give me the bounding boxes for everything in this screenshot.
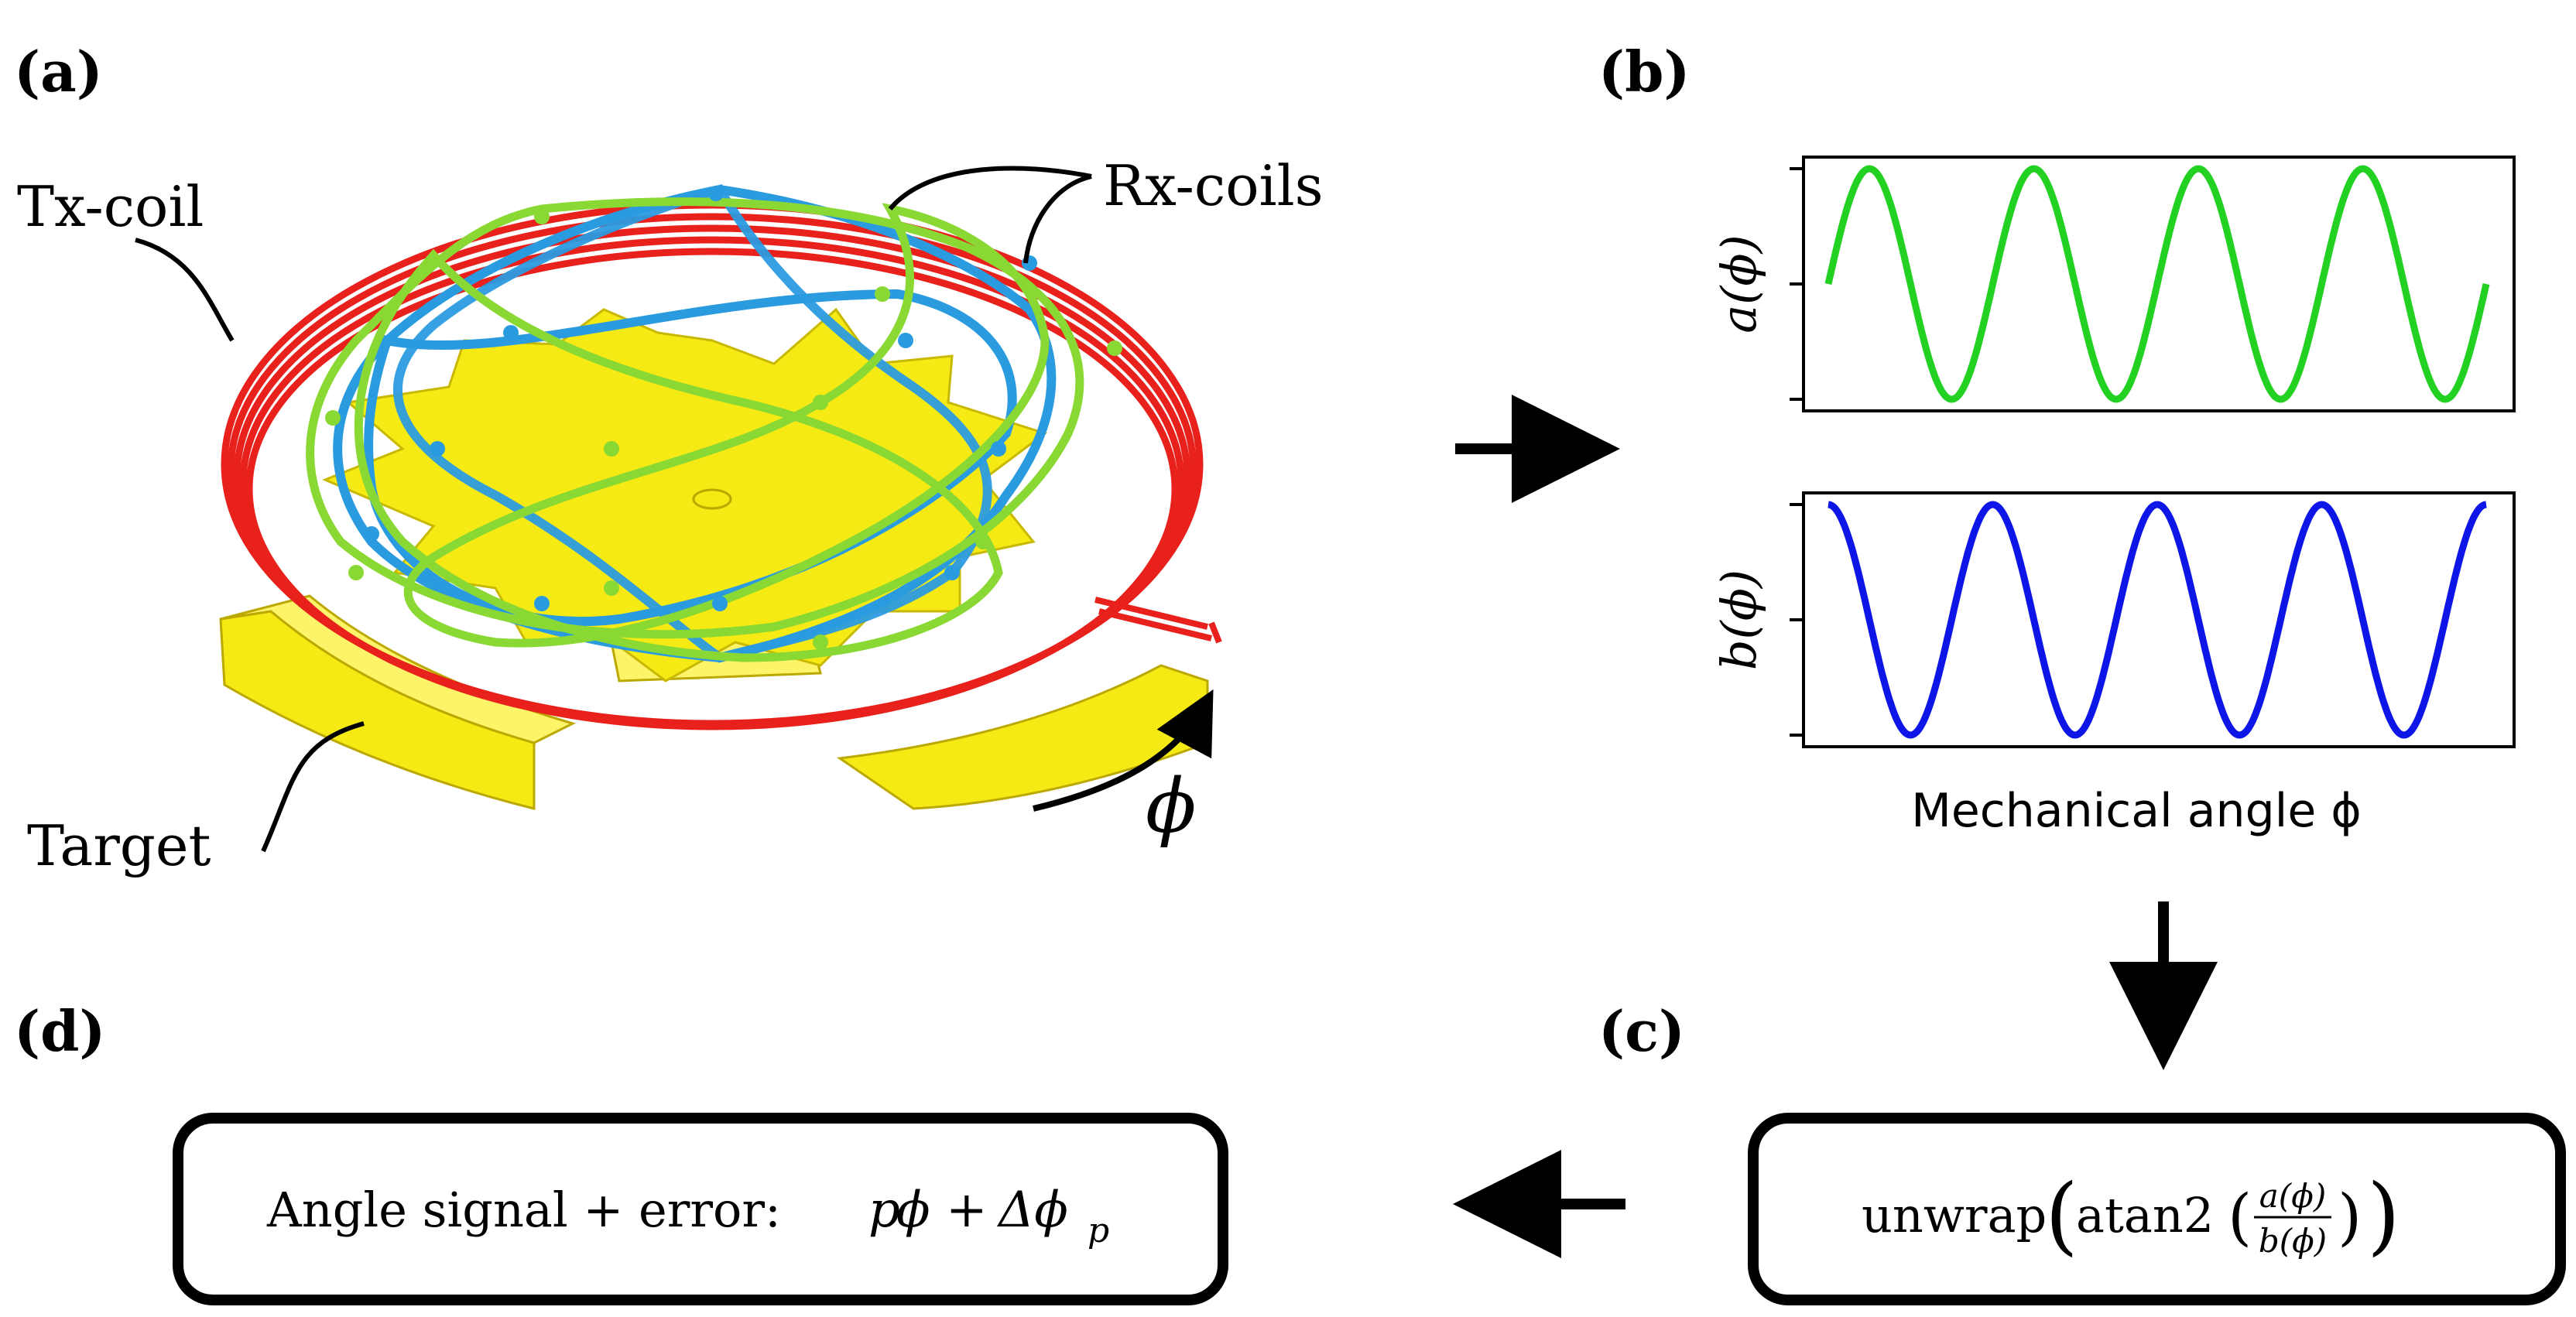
- target-disk: [322, 307, 1048, 682]
- formula-c-inner-close: ): [2338, 1181, 2362, 1253]
- tx-coil-leads: [1094, 597, 1222, 644]
- chart-a-ticks: [1790, 167, 1804, 401]
- formula-c-fn: atan2: [2076, 1187, 2214, 1243]
- panel-b-label: (b): [1598, 39, 1690, 104]
- tx-coil-leader: [135, 238, 235, 342]
- chart-a-series-line: [1824, 165, 2490, 403]
- panel-a: (a): [14, 39, 1324, 878]
- angle-symbol: ϕ: [1146, 763, 1196, 850]
- target-segments: [219, 594, 1209, 810]
- chart-b-series-line: [1828, 501, 2487, 739]
- formula-c-paren-open: (: [2045, 1165, 2078, 1264]
- formula-box-d: [173, 1113, 1228, 1305]
- formula-c-frac-num: a(ϕ): [2259, 1177, 2326, 1215]
- formula-box-c: [1748, 1113, 2566, 1305]
- target-segment-left-top: [220, 594, 577, 744]
- formula-c-prefix: unwrap: [1862, 1187, 2047, 1243]
- formula-c-inner-open: (: [2228, 1181, 2252, 1253]
- rx-coil-vias: [325, 186, 1122, 650]
- rotation-arrow-icon: [1033, 689, 1214, 812]
- formula-d-p: p: [868, 1182, 900, 1239]
- tx-coil-label: Tx-coil: [17, 174, 204, 239]
- panel-c-label: (c): [1598, 998, 1685, 1064]
- panel-c: (c) unwrap ( atan2 ( a(ϕ) b(ϕ) ) ): [1598, 998, 2566, 1305]
- chart-b-frame: [1802, 491, 2516, 748]
- formula-d-delta: Δϕ: [996, 1182, 1068, 1239]
- target-leader: [261, 721, 365, 853]
- formula-c-paren-close: ): [2367, 1165, 2400, 1264]
- chart-b-ylabel: b(ϕ): [1711, 570, 1767, 670]
- formula-d-sub: p: [1088, 1211, 1109, 1250]
- chart-a-ylabel: a(ϕ): [1711, 234, 1767, 334]
- rx-coils-label: Rx-coils: [1103, 153, 1324, 218]
- formula-c-frac-den: b(ϕ): [2259, 1222, 2327, 1260]
- panel-b: (b) a(ϕ) b(ϕ) Mechanical angle ϕ: [1598, 39, 2516, 838]
- formula-d-text: Angle signal + error:: [266, 1182, 781, 1238]
- panel-d: (d) Angle signal + error: p ϕ + Δϕ p: [14, 998, 1228, 1305]
- rx-coils-leader-2: [1023, 174, 1092, 264]
- formula-d-phi: ϕ: [896, 1182, 930, 1239]
- panel-d-label: (d): [14, 998, 105, 1064]
- rx-coils-leader-1: [888, 166, 1092, 210]
- target-hub: [692, 488, 732, 510]
- chart-b-ticks: [1790, 503, 1804, 737]
- chart-xlabel: Mechanical angle ϕ: [1911, 784, 2362, 838]
- target-label: Target: [27, 813, 211, 878]
- formula-d-plus: +: [946, 1182, 988, 1239]
- target-segment-right: [836, 664, 1209, 810]
- panel-a-label: (a): [14, 39, 103, 104]
